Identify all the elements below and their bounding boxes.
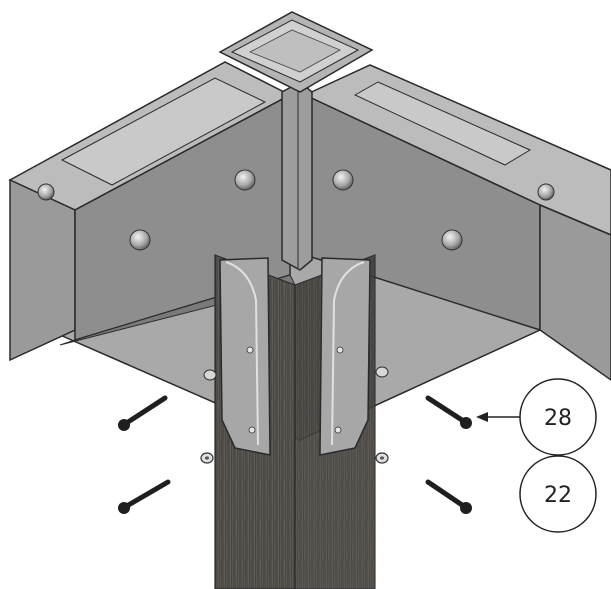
screw-icon bbox=[118, 395, 168, 431]
bolt-icon bbox=[537, 183, 555, 201]
bolt-icon bbox=[129, 229, 151, 251]
screw-icon bbox=[425, 395, 472, 429]
callout-number-28: 28 bbox=[544, 406, 572, 431]
post-bracket-right bbox=[319, 257, 371, 456]
washer-icon bbox=[200, 452, 214, 464]
bolt-icon bbox=[441, 229, 463, 251]
corner-column bbox=[281, 81, 313, 271]
washer-icon bbox=[375, 452, 389, 464]
screw-icon bbox=[118, 479, 171, 514]
wood-screws bbox=[118, 395, 472, 514]
washers bbox=[200, 452, 389, 464]
bolt-icon bbox=[332, 169, 354, 191]
plate-holes bbox=[203, 366, 389, 381]
bolt-heads bbox=[37, 169, 555, 251]
callout-number-22: 22 bbox=[544, 483, 572, 508]
callout-28: 28 bbox=[476, 378, 597, 456]
post-bracket-left bbox=[219, 257, 271, 456]
bolt-icon bbox=[234, 169, 256, 191]
callout-22: 22 bbox=[519, 455, 597, 533]
screw-icon bbox=[425, 479, 472, 514]
post-top-cap bbox=[218, 11, 374, 93]
bolt-icon bbox=[37, 183, 55, 201]
